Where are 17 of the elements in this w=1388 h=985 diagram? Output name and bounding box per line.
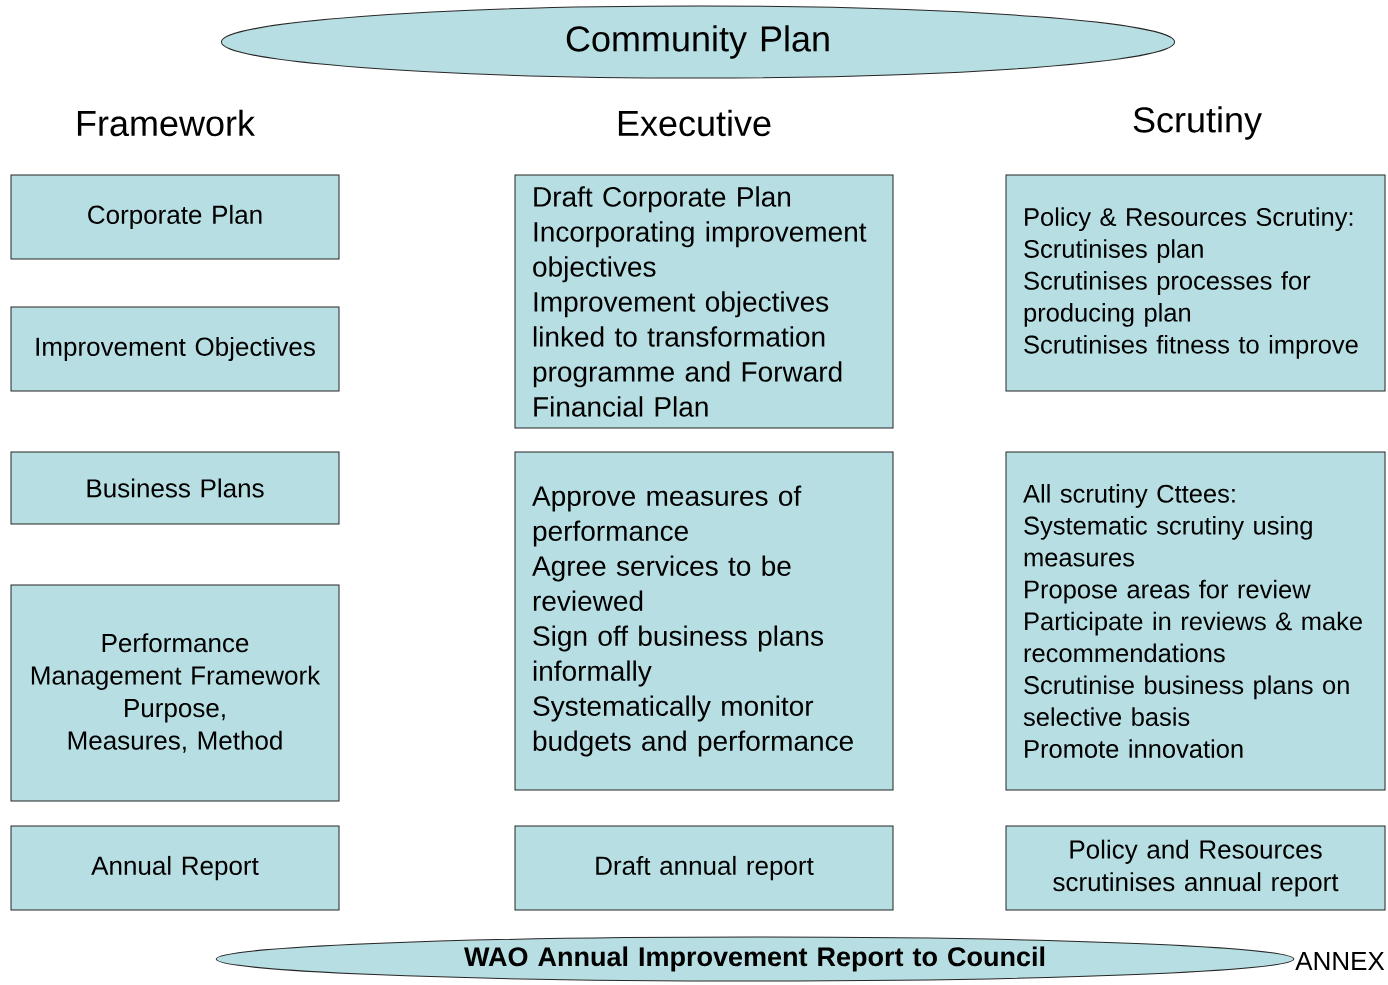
text-box: Improvement Objectives xyxy=(10,306,340,392)
column-heading: Executive xyxy=(618,109,771,137)
ellipse-banner: Community Plan xyxy=(220,5,1176,79)
text-box: Approve measures of performance Agree services to be reviewed Sign off business plans informally Systematically monitor budgets and performance xyxy=(514,451,894,791)
column-heading: Framework xyxy=(77,109,256,137)
text-box: Draft annual report xyxy=(514,825,894,911)
column-heading: Scrutiny xyxy=(1133,106,1262,140)
text-box: All scrutiny Cttees: Systematic scrutiny using measures Propose areas for review Participate in reviews & make recommendations Scrutinise business plans on selective basis Promote innovation xyxy=(1005,451,1386,791)
text-box: Policy & Resources Scrutiny: Scrutinises plan Scrutinises processes for producing plan Scrutinises fitness to improve xyxy=(1005,174,1386,392)
text-box: Corporate Plan xyxy=(10,174,340,260)
text-box: Business Plans xyxy=(10,451,340,525)
text-box: Policy and Resources scrutinises annual report xyxy=(1005,825,1386,911)
text-box: Performance Management Framework Purpose, Measures, Method xyxy=(10,584,340,802)
annex-label: ANNEX xyxy=(1295,952,1385,970)
text-box: Draft Corporate Plan Incorporating improvement objectives Improvement objectives linked to transformation programme and Forward Financial Plan xyxy=(514,174,894,429)
text-box: Annual Report xyxy=(10,825,340,911)
ellipse-banner: WAO Annual Improvement Report to Council xyxy=(215,936,1295,982)
